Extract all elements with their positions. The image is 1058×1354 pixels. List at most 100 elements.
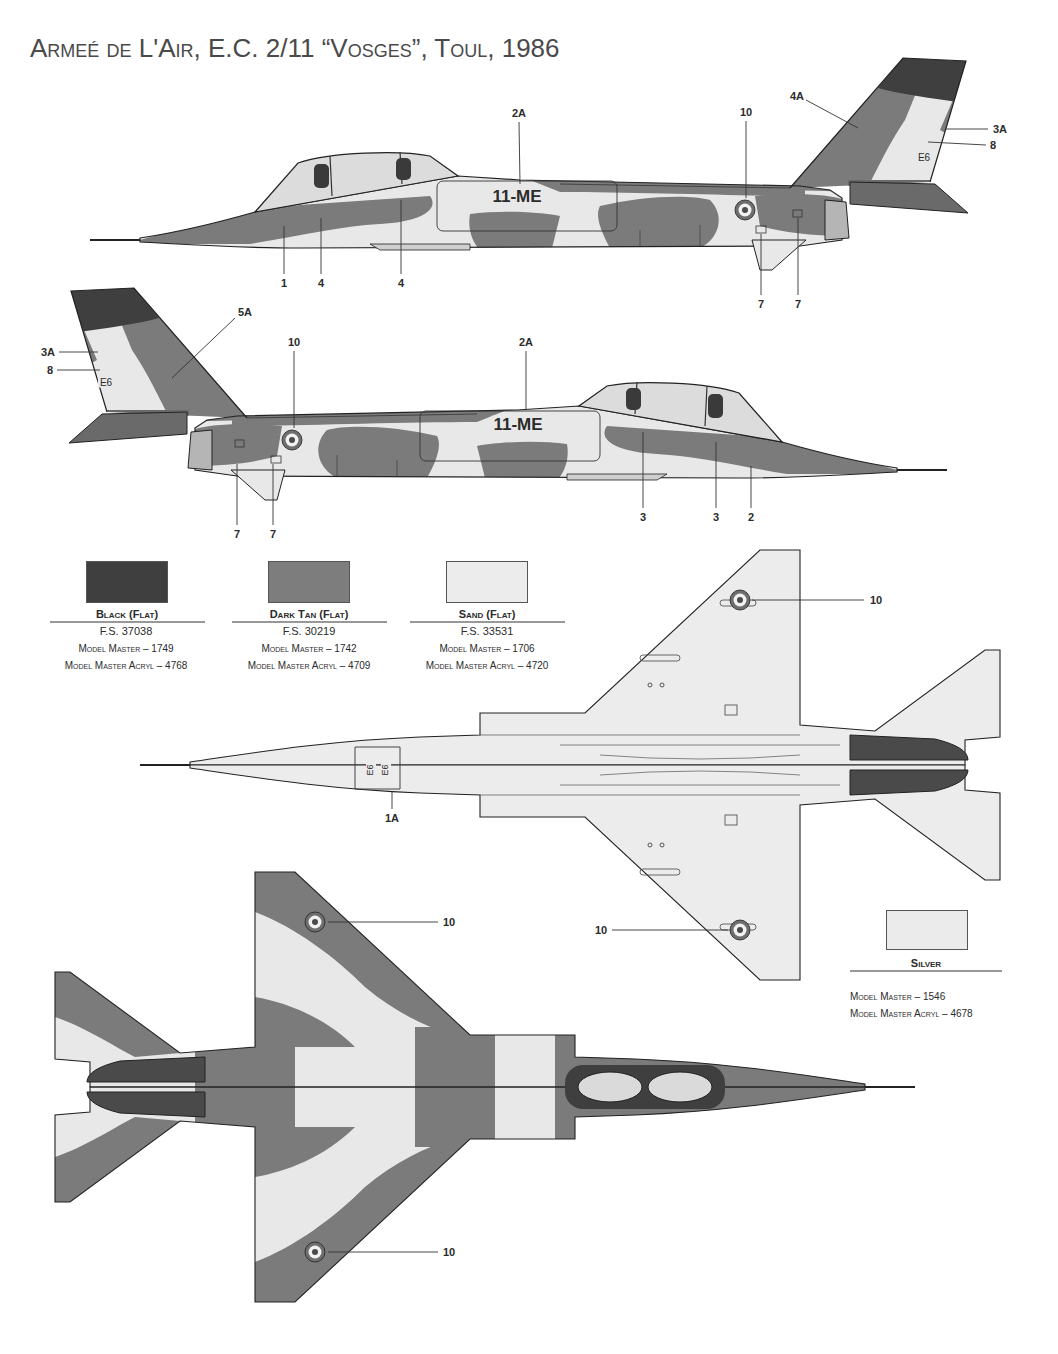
upper-view — [55, 872, 875, 1302]
underside-view — [660, 683, 664, 687]
leader-lines — [321, 218, 322, 274]
aircraft-marking: E6 — [98, 377, 114, 388]
aircraft-marking: E6 — [366, 762, 376, 777]
underside-view — [480, 735, 840, 795]
callout-number: 8 — [990, 139, 996, 151]
underside-view — [648, 683, 652, 687]
leader-lines — [806, 100, 858, 128]
paint-reference: F.S. 33531 — [461, 625, 514, 637]
paint-reference: Model Master – 1749 — [78, 643, 173, 654]
legend-label: Dark Tan (Flat) — [270, 608, 349, 620]
callout-number: 2A — [519, 336, 533, 348]
legend-rules — [50, 622, 205, 623]
color-swatch — [446, 561, 528, 603]
upper-view — [865, 1086, 915, 1088]
callout-number: 1A — [385, 812, 399, 824]
callout-number: 10 — [443, 1246, 455, 1258]
side-profile-left — [80, 50, 1000, 270]
leader-lines — [237, 464, 238, 525]
underside-view — [355, 747, 400, 789]
callout-number: 10 — [288, 336, 300, 348]
callout-number: 4 — [398, 277, 404, 289]
leader-lines — [746, 121, 747, 198]
upper-view — [55, 872, 865, 1087]
leader-lines — [519, 122, 520, 184]
leader-lines — [798, 218, 799, 295]
paint-reference: Model Master Acryl – 4768 — [65, 660, 188, 671]
legend-rules — [50, 622, 1002, 971]
leader-lines — [57, 370, 100, 371]
callout-number: 4A — [790, 90, 804, 102]
underside-view — [725, 705, 737, 715]
color-swatch — [86, 561, 168, 603]
callout-number: 10 — [740, 106, 752, 118]
paint-reference: F.S. 30219 — [283, 625, 336, 637]
underside-view — [730, 590, 750, 610]
callout-number: 10 — [443, 916, 455, 928]
leader-lines — [526, 351, 527, 410]
underside-view — [850, 735, 968, 760]
leader-lines — [59, 352, 98, 353]
underside-view — [660, 843, 664, 847]
paint-reference: Model Master Acryl – 4720 — [426, 660, 549, 671]
page-title: Armeé de L'Air, E.C. 2/11 “Vosges”, Toul… — [30, 34, 560, 63]
leader-lines — [752, 600, 864, 601]
upper-view — [87, 1057, 205, 1082]
legend-label: Black (Flat) — [96, 608, 158, 620]
legend-label: Sand (Flat) — [459, 608, 516, 620]
leader-lines — [928, 142, 986, 145]
underside-view — [850, 770, 968, 795]
leader-lines — [643, 432, 644, 508]
paint-reference: Model Master – 1742 — [261, 643, 356, 654]
aircraft-code: 11-ME — [491, 416, 544, 435]
upper-view — [648, 1072, 712, 1102]
callout-number: 5A — [238, 306, 252, 318]
underside-view — [640, 655, 680, 661]
leader-lines — [716, 442, 717, 508]
leader-lines — [328, 922, 438, 923]
upper-view — [565, 1065, 725, 1109]
leader-lines — [172, 318, 235, 378]
callout-number: 2 — [748, 511, 754, 523]
legend-rules — [850, 971, 1002, 972]
callout-number: 7 — [270, 528, 276, 540]
leader-lines — [401, 200, 402, 274]
aircraft-marking: E6 — [381, 762, 391, 777]
leader-lines — [328, 1252, 438, 1253]
leader-lines — [294, 351, 295, 428]
paint-reference: Model Master Acryl – 4709 — [248, 660, 371, 671]
color-swatch — [268, 561, 350, 603]
upper-view — [55, 1087, 875, 1302]
callout-number: 3A — [41, 346, 55, 358]
leader-lines — [761, 234, 762, 295]
callout-number: 1 — [281, 277, 287, 289]
callout-number: 8 — [47, 364, 53, 376]
underside-view — [725, 815, 737, 825]
upper-view — [305, 1242, 325, 1262]
underside-view — [190, 550, 1000, 765]
underside-view — [648, 843, 652, 847]
callout-number: 2A — [512, 107, 526, 119]
legend-rules — [410, 622, 565, 623]
upper-view — [55, 872, 915, 1302]
leader-lines — [57, 100, 988, 1252]
callout-number: 3 — [713, 511, 719, 523]
callout-number: 7 — [795, 298, 801, 310]
callout-number: 7 — [758, 298, 764, 310]
leader-lines — [751, 466, 752, 508]
paint-reference: Model Master Acryl – 4678 — [850, 1008, 973, 1019]
leader-lines — [284, 226, 285, 274]
legend-rules — [232, 622, 387, 623]
aircraft-marking: E6 — [916, 152, 932, 163]
underside-view — [640, 869, 680, 875]
upper-view — [578, 1072, 642, 1102]
legend-label: Silver — [911, 957, 941, 969]
aircraft-code: 11-ME — [490, 188, 543, 207]
color-swatch — [886, 910, 968, 950]
callout-number: 4 — [318, 277, 324, 289]
upper-view — [305, 912, 325, 932]
side-profile-right — [37, 280, 957, 500]
underside-view — [140, 764, 190, 766]
callout-number: 3 — [640, 511, 646, 523]
